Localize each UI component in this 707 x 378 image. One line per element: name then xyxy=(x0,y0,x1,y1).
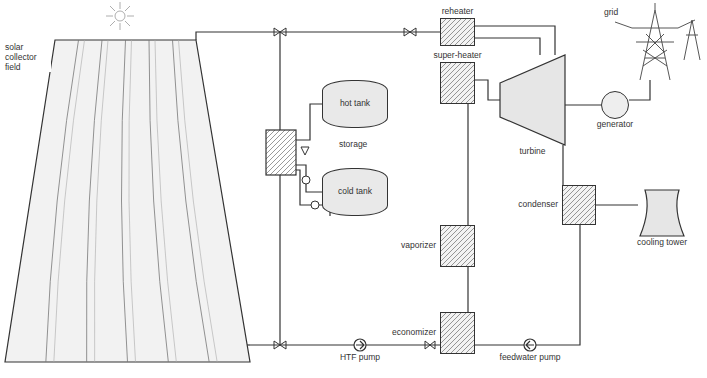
htf-pump-symbol xyxy=(354,339,366,351)
pipe-connector xyxy=(250,31,440,32)
node-label: reheater xyxy=(441,7,475,17)
heat-exchanger: economizer xyxy=(440,312,475,354)
node-label: hot tank xyxy=(336,97,374,111)
collector-field: solar collector field xyxy=(5,25,250,362)
trough-field xyxy=(5,25,250,362)
coil-hatching xyxy=(563,186,595,224)
sun-symbol xyxy=(106,2,134,30)
pipe-connector xyxy=(562,145,563,185)
node-label: cold tank xyxy=(334,185,376,199)
node-label: generator xyxy=(596,120,634,130)
transmission-tower xyxy=(615,3,700,80)
feedwater-pump-symbol xyxy=(524,339,536,351)
turbine-symbol: turbine xyxy=(500,55,565,145)
storage-tank: hot tank xyxy=(322,80,388,128)
part-label: grid xyxy=(603,8,619,18)
node-label: super-heater xyxy=(432,51,482,61)
tower-outline xyxy=(638,188,686,236)
generator-symbol: generator xyxy=(601,91,629,119)
pipe-connector xyxy=(475,225,580,345)
htf-pump-symbol xyxy=(356,341,364,349)
part-label: HTF pump xyxy=(339,353,381,363)
pipe-connector xyxy=(475,80,500,100)
node-label: condenser xyxy=(517,200,559,210)
part-label: feedwater pump xyxy=(499,353,562,363)
storage-tank: cold tank xyxy=(322,168,388,216)
htf-pipes xyxy=(196,32,650,345)
coil-hatching xyxy=(441,63,474,103)
pipe-connector xyxy=(467,267,468,312)
pipe-connector xyxy=(250,344,440,345)
pipe-connector xyxy=(596,204,638,205)
coil-hatching xyxy=(441,313,474,353)
cooling-tower: cooling tower xyxy=(638,188,686,236)
heat-exchanger: vaporizer xyxy=(440,225,475,267)
feedwater-pump-symbol xyxy=(526,341,534,349)
node-label: solar collector field xyxy=(5,43,51,72)
storage-heat-exchanger xyxy=(266,130,296,175)
coil-hatching xyxy=(441,19,474,45)
node-label: turbine xyxy=(519,147,547,157)
node-label: cooling tower xyxy=(636,238,688,248)
turbine-outline xyxy=(500,55,565,145)
heat-exchanger: super-heater xyxy=(440,62,475,104)
coil-hatching xyxy=(441,226,474,266)
pump-symbol xyxy=(302,176,319,209)
part-label: storage xyxy=(338,140,368,150)
pipe-connector xyxy=(565,104,601,105)
pipe-connector xyxy=(475,38,540,55)
node-label: economizer xyxy=(391,328,437,338)
heat-exchanger: reheater xyxy=(440,18,475,46)
condenser-box: condenser xyxy=(562,185,596,225)
node-label: vaporizer xyxy=(400,241,437,251)
valve-symbol xyxy=(274,28,435,349)
pipe-connector xyxy=(475,26,555,55)
pipe-connector xyxy=(467,104,468,225)
